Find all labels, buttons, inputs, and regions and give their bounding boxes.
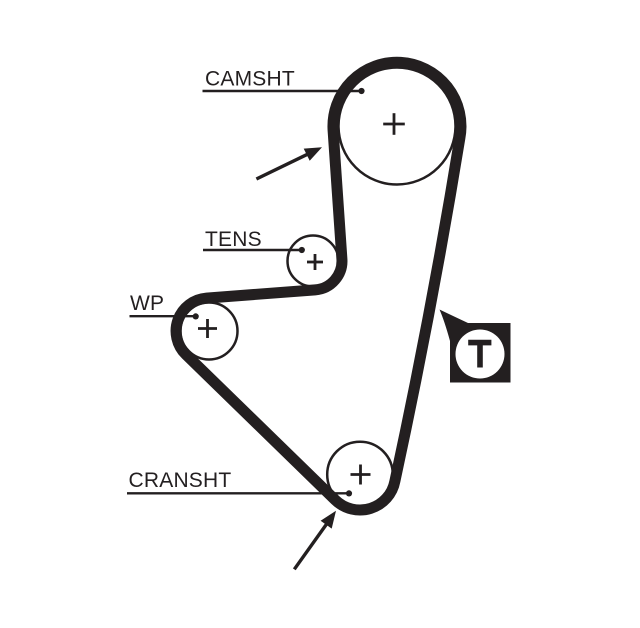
svg-text:CAMSHT: CAMSHT <box>205 67 295 90</box>
svg-text:WP: WP <box>130 292 164 315</box>
svg-text:TENS: TENS <box>205 228 262 251</box>
svg-text:CRANSHT: CRANSHT <box>129 469 232 492</box>
